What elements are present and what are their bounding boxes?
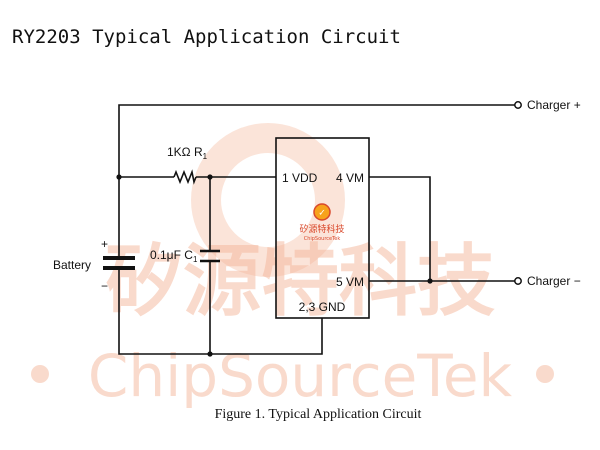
ic-chip-body: [275, 137, 370, 319]
capacitor-label: 0.1μF C1: [150, 248, 198, 264]
resistor-symbol: [173, 169, 197, 185]
chip-logo: ✓ 矽源特科技 ChipSourceTek: [299, 203, 345, 242]
battery-plus-sign: +: [101, 237, 108, 251]
figure-caption: Figure 1. Typical Application Circuit: [215, 407, 422, 422]
battery-minus-sign: −: [101, 279, 108, 293]
charger-minus-terminal: [514, 277, 522, 285]
chip-logo-chinese: 矽源特科技: [299, 223, 344, 235]
charger-minus-label: Charger −: [527, 274, 581, 288]
battery-symbol: [103, 256, 135, 270]
charger-plus-label: Charger +: [527, 98, 581, 112]
wire-vm4: [369, 176, 431, 281]
watermark-dot-right: [536, 365, 554, 383]
battery-label: Battery: [53, 258, 91, 272]
capacitor-symbol: [200, 249, 220, 263]
junction-dot: [207, 351, 213, 357]
junction-dot: [207, 174, 213, 180]
watermark-logo-ring: [191, 123, 345, 277]
svg-text:✓: ✓: [318, 209, 326, 219]
chip-logo-icon: [313, 203, 331, 221]
pin-vm5-label: 5 VM: [336, 275, 364, 289]
pin-gnd-label: 2,3 GND: [299, 300, 346, 314]
junction-dot: [116, 174, 122, 180]
page-title: RY2203 Typical Application Circuit: [12, 26, 401, 48]
watermark-dot-left: [31, 365, 49, 383]
pin-vdd-label: 1 VDD: [282, 171, 318, 185]
junction-dot: [427, 278, 433, 284]
charger-plus-terminal: [514, 101, 522, 109]
watermark-english-text: ChipSourceTek: [88, 342, 513, 410]
resistor-label: 1KΩ R1: [167, 145, 208, 161]
pin-vm4-label: 4 VM: [336, 171, 364, 185]
wire-top-rail: [118, 104, 515, 258]
chip-logo-english: ChipSourceTek: [304, 236, 341, 242]
wire-bottom-rail: [118, 270, 323, 355]
